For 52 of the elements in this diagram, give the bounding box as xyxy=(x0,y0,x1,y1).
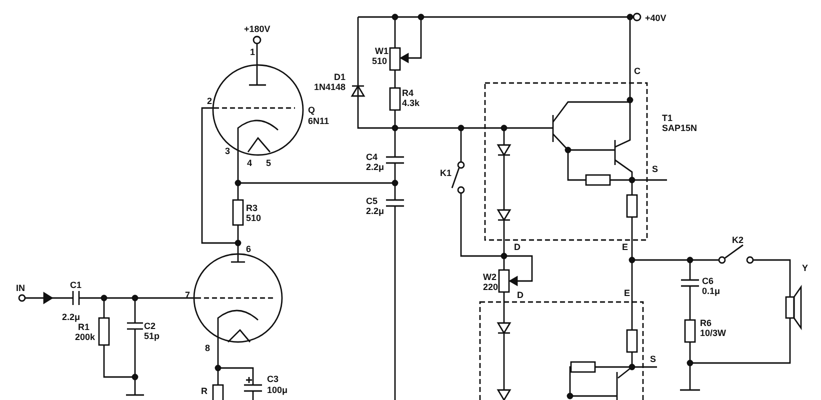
value-label: 51p xyxy=(144,331,160,341)
component-label: R xyxy=(201,386,208,396)
value-label: 510 xyxy=(246,213,262,223)
pin-number: 2 xyxy=(207,96,212,106)
value-label: 220 xyxy=(483,282,498,292)
pin-number: 8 xyxy=(205,343,210,353)
pin-number: 4 xyxy=(247,158,252,168)
value-label: 2.2μ xyxy=(62,312,80,322)
pin-number: D xyxy=(517,290,524,300)
value-label: 510 xyxy=(372,56,388,66)
pin-number: E xyxy=(624,288,630,298)
component-label: C6 xyxy=(702,276,714,286)
value-label: 100μ xyxy=(267,385,288,395)
pin-number: 5 xyxy=(266,158,272,168)
pin-number: 7 xyxy=(185,290,190,300)
component-label: C1 xyxy=(70,280,82,290)
component-label: W2 xyxy=(483,272,496,282)
component-label: Y xyxy=(802,263,808,273)
value-label: 1N4148 xyxy=(314,82,346,92)
value-label: 2.2μ xyxy=(366,206,384,216)
component-label: R6 xyxy=(700,318,712,328)
pin-number: D xyxy=(514,242,520,252)
component-label: K1 xyxy=(440,168,452,178)
component-label: K2 xyxy=(732,235,744,245)
value-label: 4.3k xyxy=(402,98,420,108)
terminal-label: IN xyxy=(16,283,25,293)
terminal-label: +40V xyxy=(645,13,666,23)
component-label: R1 xyxy=(78,322,90,332)
pin-number: E xyxy=(622,242,628,252)
pin-number: C xyxy=(634,66,640,76)
component-label: Q xyxy=(308,105,316,115)
pin-number: S xyxy=(652,164,658,174)
pin-number: 3 xyxy=(225,146,230,156)
component-label: R3 xyxy=(246,203,258,213)
value-label: 6N11 xyxy=(308,116,330,126)
value-label: SAP15N xyxy=(662,123,698,133)
component-label: D1 xyxy=(334,72,346,82)
component-label: C2 xyxy=(144,321,156,331)
pin-number: S xyxy=(650,354,656,364)
terminal-label: +180V xyxy=(244,24,270,34)
value-label: 10/3W xyxy=(700,328,726,338)
value-label: 200k xyxy=(75,332,96,342)
value-label: 0.1μ xyxy=(702,286,720,296)
component-label: C4 xyxy=(366,152,378,162)
component-label: R4 xyxy=(402,88,414,98)
component-label: T1 xyxy=(662,113,673,123)
value-label: 2.2μ xyxy=(366,162,384,172)
component-label: C3 xyxy=(267,374,279,384)
pin-number: 6 xyxy=(246,244,252,254)
component-label: W1 xyxy=(375,46,388,56)
component-label: C5 xyxy=(366,196,378,206)
pin-number: 1 xyxy=(250,47,256,57)
